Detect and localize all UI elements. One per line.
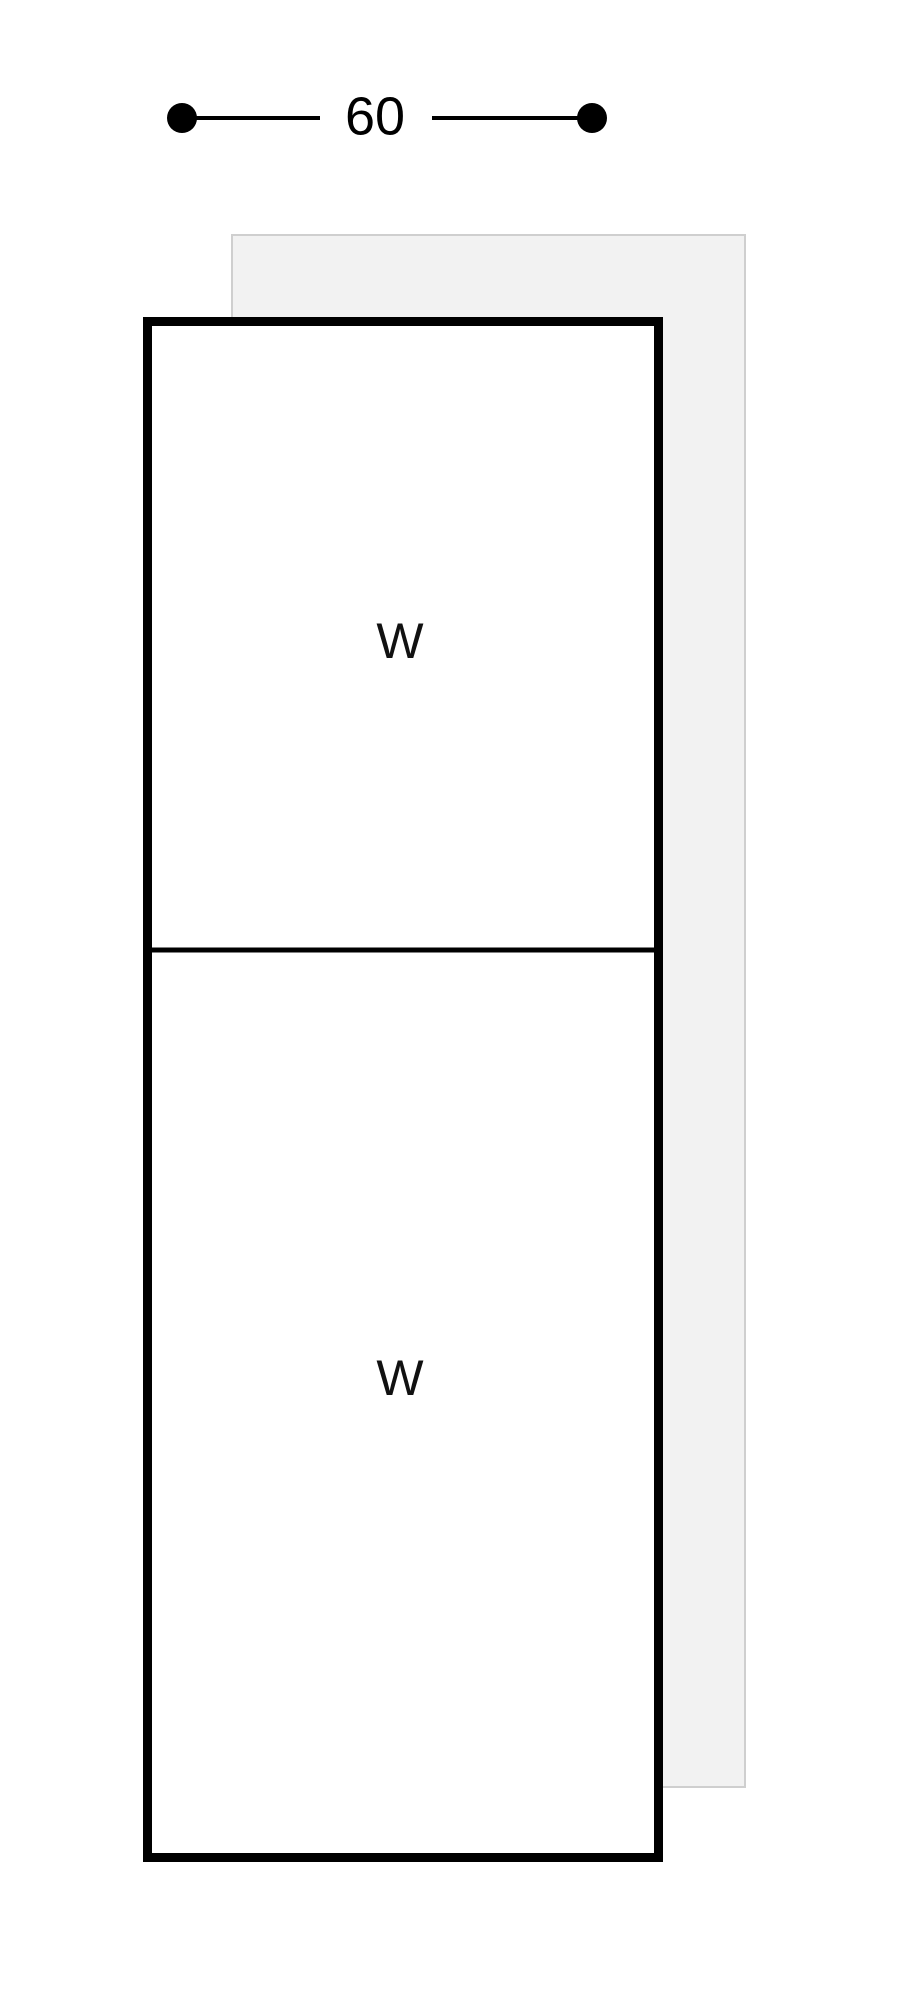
- dimension-endpoint-dot-left: [167, 103, 197, 133]
- compartment-label-upper: W: [376, 613, 424, 669]
- dimension-value-label: 60: [345, 86, 405, 146]
- compartment-label-lower: W: [376, 1350, 424, 1406]
- dimension-endpoint-dot-right: [577, 103, 607, 133]
- cabinet-body-outline: [143, 317, 663, 1862]
- dimension-annotation-width: 60: [167, 86, 607, 146]
